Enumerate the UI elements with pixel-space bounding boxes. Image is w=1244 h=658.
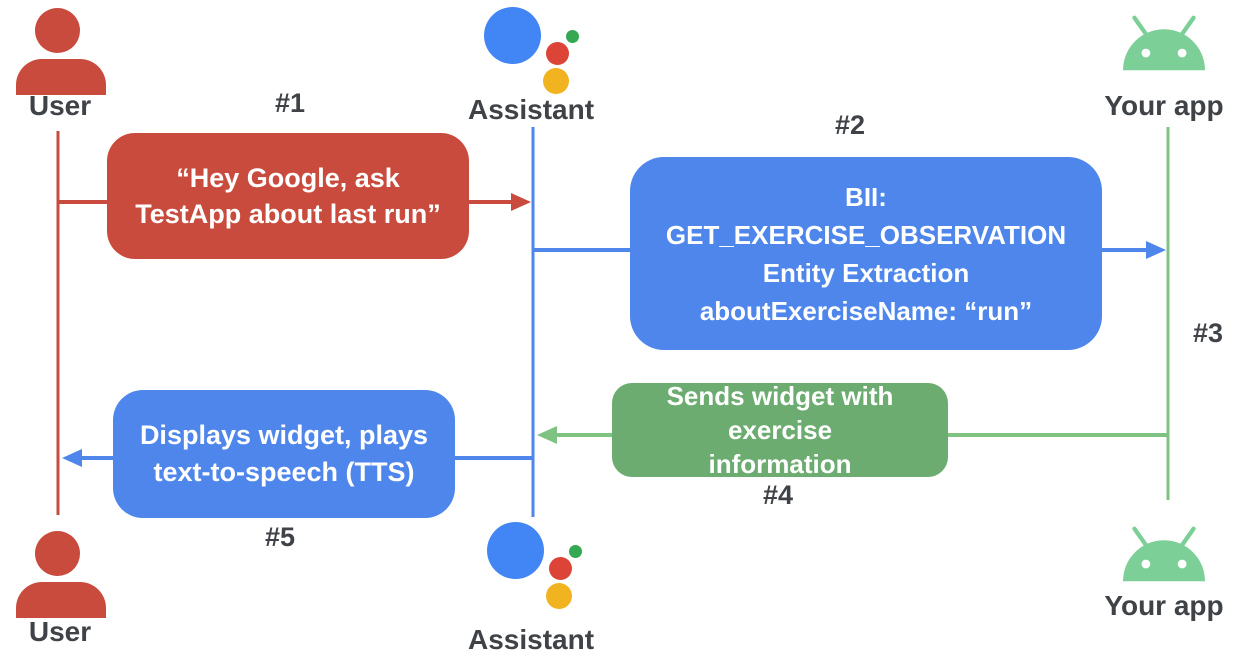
android-antenna-right: [1179, 15, 1196, 37]
android-eye-left: [1141, 559, 1151, 569]
person-icon: [16, 531, 106, 619]
actor-label-app-top: Your app: [1104, 90, 1224, 121]
google-assistant-logo-icon: [487, 522, 587, 614]
actor-label-assistant-top: Assistant: [467, 94, 595, 125]
message-line: information: [708, 449, 852, 479]
message-line: aboutExerciseName: “run”: [699, 295, 1033, 326]
step-label-1: #1: [274, 88, 306, 118]
person-icon-head: [35, 531, 80, 576]
assistant-logo-green-circle: [566, 30, 579, 43]
actor-label-app-bottom: Your app: [1104, 590, 1224, 621]
message-line: Displays widget, plays: [139, 420, 429, 450]
message-box-step5: Displays widget, plays text-to-speech (T…: [113, 390, 455, 518]
android-eye-left: [1141, 48, 1151, 58]
message-line: GET_EXERCISE_OBSERVATION: [665, 219, 1067, 250]
actor-label-user-bottom: User: [28, 616, 92, 647]
message-box-step4: Sends widget with exercise information: [612, 381, 948, 479]
assistant-logo-yellow-circle: [543, 68, 569, 94]
android-antenna-right: [1179, 526, 1196, 548]
person-icon-torso: [16, 582, 106, 618]
android-eye-right: [1177, 559, 1187, 569]
android-antenna-left: [1132, 526, 1149, 548]
step-label-5: #5: [264, 522, 296, 552]
assistant-logo-blue-circle: [484, 7, 541, 64]
person-icon: [16, 8, 106, 96]
arrowhead-step5: [62, 449, 82, 467]
arrowhead-step1: [511, 193, 531, 211]
message-line: Entity Extraction: [762, 257, 970, 288]
android-head: [1123, 540, 1205, 582]
android-robot-icon: [1123, 15, 1205, 71]
person-icon-head: [35, 8, 80, 53]
arrowhead-step2: [1146, 241, 1166, 259]
assistant-logo-blue-circle: [487, 522, 544, 579]
message-line: Sends widget with exercise: [666, 381, 894, 445]
message-line: text-to-speech (TTS): [153, 457, 415, 487]
actor-label-assistant-bottom: Assistant: [467, 624, 595, 655]
message-box-step1: “Hey Google, ask TestApp about last run”: [107, 133, 469, 259]
android-antenna-left: [1132, 15, 1149, 37]
android-head: [1123, 29, 1205, 71]
message-line: TestApp about last run”: [135, 199, 441, 229]
message-line: BII:: [845, 181, 887, 212]
assistant-logo-yellow-circle: [546, 583, 572, 609]
assistant-logo-green-circle: [569, 545, 582, 558]
step-label-2: #2: [834, 110, 866, 140]
message-box-step2: BII: GET_EXERCISE_OBSERVATION Entity Ext…: [630, 157, 1102, 350]
person-icon-torso: [16, 59, 106, 95]
message-line: “Hey Google, ask: [176, 163, 400, 193]
step-label-3: #3: [1192, 318, 1224, 348]
assistant-logo-red-circle: [546, 42, 569, 65]
android-eye-right: [1177, 48, 1187, 58]
step-label-4: #4: [762, 480, 794, 510]
arrowhead-step4: [537, 426, 557, 444]
google-assistant-logo-icon: [484, 7, 584, 99]
android-robot-icon: [1123, 526, 1205, 582]
actor-label-user-top: User: [28, 90, 92, 121]
assistant-logo-red-circle: [549, 557, 572, 580]
